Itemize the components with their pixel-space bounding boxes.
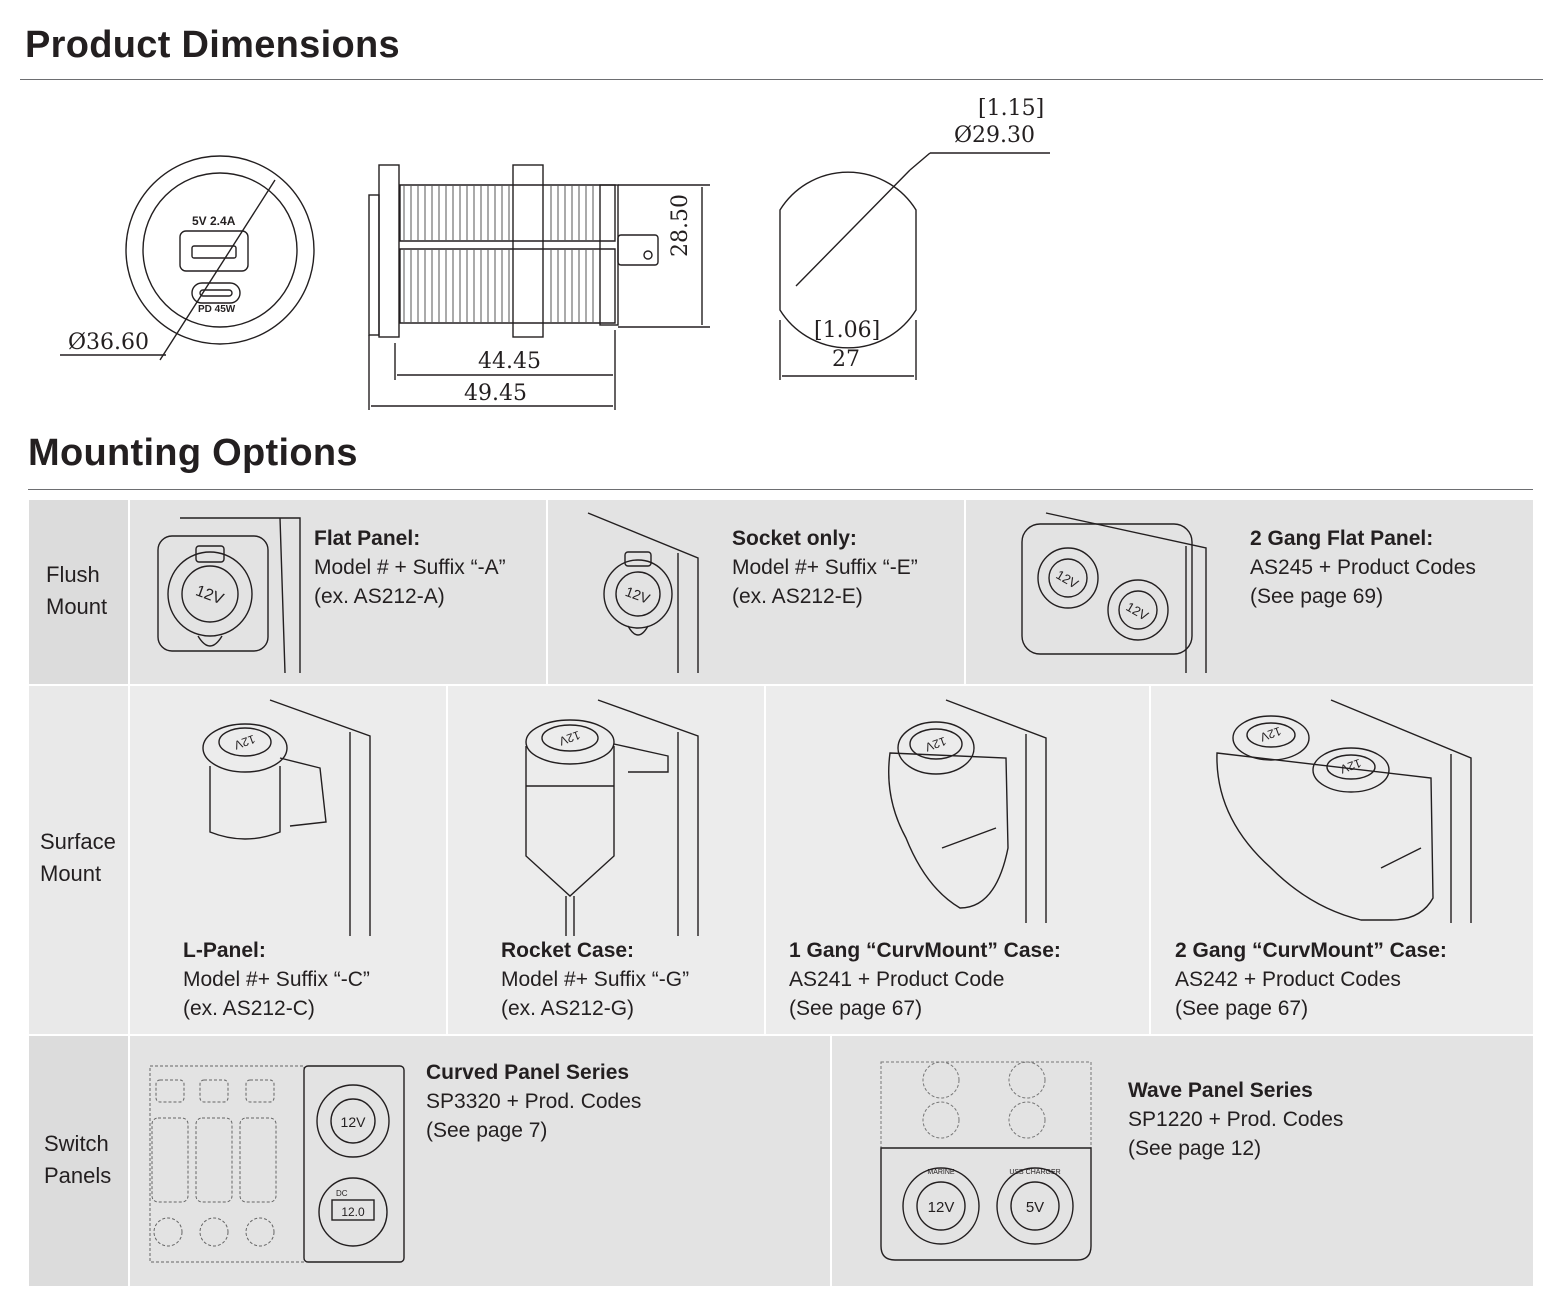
caption-title: 2 Gang “CurvMount” Case: [1175,939,1447,962]
caption-line2: (See page 67) [1175,997,1309,1020]
caption-title: Wave Panel Series [1128,1079,1313,1102]
row-surface-mount: Surface Mount 12V L-Panel: Model #+ Suff… [29,686,1533,1034]
cutout-diameter-mm: Ø29.30 [954,123,1036,148]
row-label-line2: Panels [44,1163,112,1188]
caption-line1: Model #+ Suffix “-E” [732,556,918,579]
caption-line1: Model #+ Suffix “-C” [183,968,370,991]
socket-label: 12V [193,583,226,609]
option-1-gang-curvmount: 12V 1 Gang “CurvMount” Case: AS241 + Pro… [766,686,1149,1034]
caption-line1: Model # + Suffix “-A” [314,556,506,579]
caption-line2: (ex. AS212-E) [732,585,863,608]
option-socket-only: 12V Socket only: Model #+ Suffix “-E” (e… [548,500,964,684]
socket-label: 12V [1338,756,1363,776]
option-wave-panel-series: 12V 5V MARINE USB CHARGER Wave Panel Ser… [832,1036,1533,1286]
option-curved-panel-series: 12V 12.0 DC Curved Panel Series SP3320 +… [130,1036,830,1286]
option-2-gang-curvmount: 12V 12V 2 Gang “CurvMount” Case: AS242 +… [1151,686,1533,1034]
dimensions-divider [20,79,1543,80]
row-label-switch: Switch Panels [29,1036,128,1286]
caption-line1: AS245 + Product Codes [1250,556,1476,579]
row-label-line1: Switch [44,1131,109,1156]
row-label-surface: Surface Mount [29,686,128,1034]
caption-line2: (See page 12) [1128,1137,1262,1160]
socket-label: 12V [341,1114,367,1130]
option-rocket-case: 12V Rocket Case: Model #+ Suffix “-G” (e… [448,686,764,1034]
row-flush-mount: Flush Mount 12V Flat Panel: Model # + Su… [29,500,1533,684]
caption: L-Panel: Model #+ Suffix “-C” (ex. AS212… [183,936,370,1023]
mounting-divider [28,489,1533,490]
caption: Socket only: Model #+ Suffix “-E” (ex. A… [732,524,918,611]
front-view-drawing: 5V 2.4A PD 45W [40,150,340,370]
caption-line2: (See page 67) [789,997,923,1020]
option-l-panel: 12V L-Panel: Model #+ Suffix “-C” (ex. A… [130,686,446,1034]
usb-label: 5V [1026,1199,1044,1216]
dimensions-heading: Product Dimensions [25,24,400,66]
caption-line2: (ex. AS212-A) [314,585,445,608]
caption-line2: (See page 69) [1250,585,1384,608]
meter-label: DC [336,1189,348,1198]
caption-line1: AS241 + Product Code [789,968,1005,991]
cutout-view-drawing [760,150,1060,390]
caption: Curved Panel Series SP3320 + Prod. Codes… [426,1058,641,1145]
socket-label: 12V [1258,724,1283,744]
row-label-line1: Surface [40,829,116,854]
row-label-line1: Flush [46,562,100,587]
front-diameter-dim: Ø36.60 [68,330,150,355]
caption-line2: (See page 7) [426,1119,548,1142]
cutout-diameter-in: [1.15] [978,96,1045,121]
caption-title: 1 Gang “CurvMount” Case: [789,939,1061,962]
caption-line1: SP1220 + Prod. Codes [1128,1108,1344,1131]
caption-title: Rocket Case: [501,939,635,962]
socket-label: 12V [1123,599,1151,624]
mounting-options-table: Flush Mount 12V Flat Panel: Model # + Su… [29,500,1533,1286]
cutout-width-mm: 27 [832,347,860,372]
row-label-line2: Mount [46,594,108,619]
usb-a-rating: 5V 2.4A [192,214,236,228]
caption-title: L-Panel: [183,939,266,962]
socket-label: 12V [623,583,653,607]
mounting-heading: Mounting Options [28,432,358,474]
meter-readout: 12.0 [341,1205,365,1219]
caption-title: 2 Gang Flat Panel: [1250,527,1434,550]
option-2-gang-flat-panel: 12V 12V 2 Gang Flat Panel: AS245 + Produ… [966,500,1533,684]
socket-label: 12V [1053,567,1081,592]
caption: 2 Gang Flat Panel: AS245 + Product Codes… [1250,524,1476,611]
caption: Wave Panel Series SP1220 + Prod. Codes (… [1128,1076,1343,1163]
caption-line2: (ex. AS212-G) [501,997,635,1020]
usb-c-rating: PD 45W [198,304,236,315]
side-inner-length-dim: 44.45 [478,349,541,374]
cutout-width-in: [1.06] [814,318,881,343]
option-flat-panel: 12V Flat Panel: Model # + Suffix “-A” (e… [130,500,546,684]
caption-line1: Model #+ Suffix “-G” [501,968,690,991]
ring-label: MARINE [927,1169,955,1176]
caption-title: Flat Panel: [314,527,421,550]
socket-label: 12V [232,732,257,752]
socket-label: 12V [923,734,948,754]
caption: Rocket Case: Model #+ Suffix “-G” (ex. A… [501,936,689,1023]
side-view-drawing [360,155,730,420]
socket-label: 12V [928,1199,955,1216]
caption: Flat Panel: Model # + Suffix “-A” (ex. A… [314,524,506,611]
caption: 2 Gang “CurvMount” Case: AS242 + Product… [1175,936,1447,1023]
caption: 1 Gang “CurvMount” Case: AS241 + Product… [789,936,1061,1023]
side-height-dim: 28.50 [668,194,693,257]
caption-title: Socket only: [732,527,857,550]
socket-label: 12V [557,728,582,748]
row-switch-panels: Switch Panels 12V 12.0 DC [29,1036,1533,1286]
row-label-line2: Mount [40,861,102,886]
caption-line1: AS242 + Product Codes [1175,968,1401,991]
caption-title: Curved Panel Series [426,1061,630,1084]
side-outer-length-dim: 49.45 [464,381,527,406]
ring-label: USB CHARGER [1009,1169,1060,1176]
row-label-flush: Flush Mount [29,500,128,684]
caption-line1: SP3320 + Prod. Codes [426,1090,642,1113]
caption-line2: (ex. AS212-C) [183,997,315,1020]
